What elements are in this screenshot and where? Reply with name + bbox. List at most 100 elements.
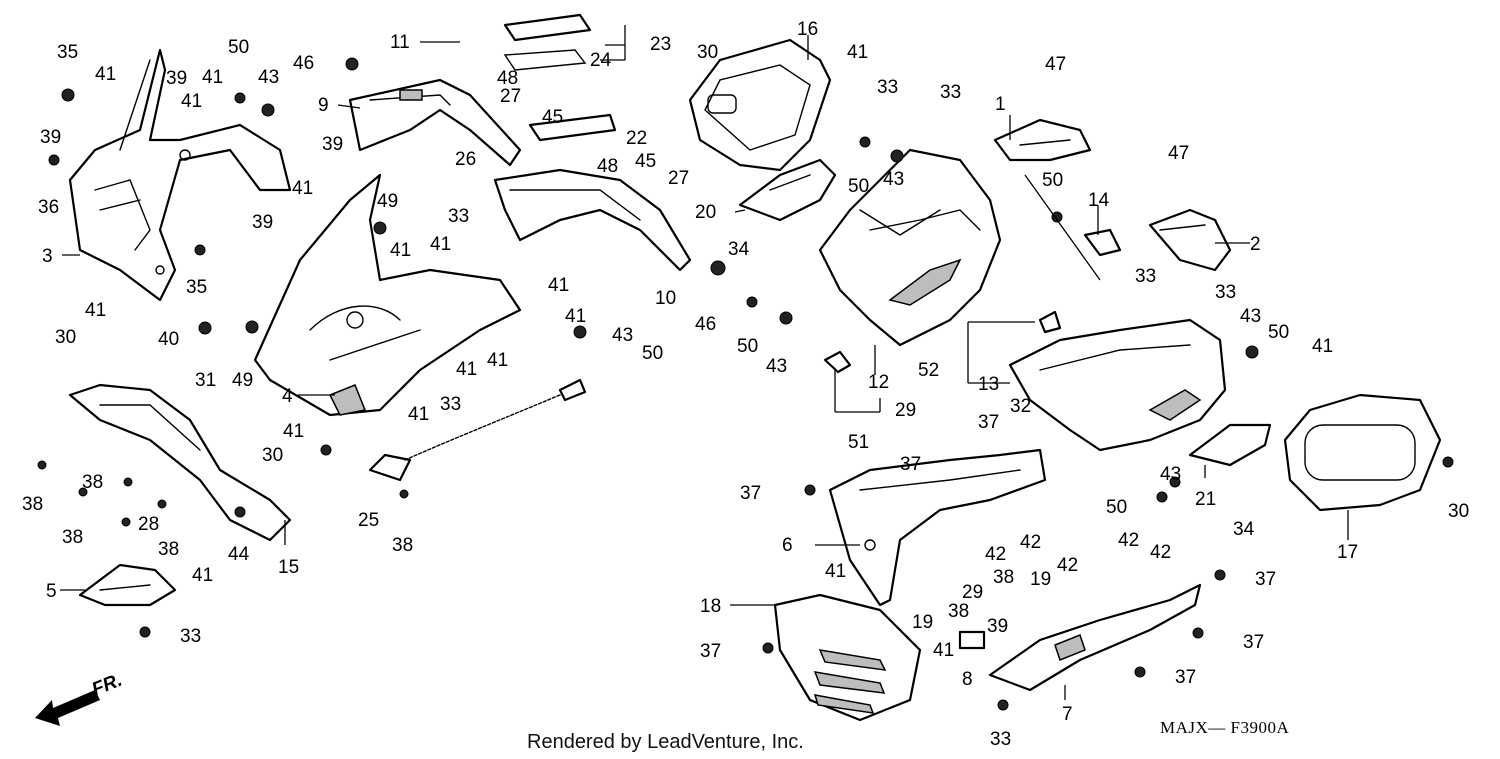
callout-44: 44 (228, 544, 250, 565)
callout-42c: 42 (1057, 555, 1078, 576)
callout-22: 22 (626, 128, 647, 149)
callout-41r: 41 (933, 640, 954, 661)
callout-41m: 41 (283, 421, 304, 442)
callout-50f: 50 (1268, 322, 1289, 343)
callout-34a: 34 (728, 239, 750, 260)
callout-33a: 33 (448, 206, 469, 227)
callout-40: 40 (158, 329, 179, 350)
callout-43e: 43 (1240, 306, 1261, 327)
fasteners (37, 57, 1454, 711)
part-52-drawing (1038, 310, 1062, 334)
part-14-drawing (1083, 228, 1122, 257)
callout-33b: 33 (440, 394, 461, 415)
callout-2: 2 (1250, 234, 1261, 255)
callout-41g: 41 (85, 300, 106, 321)
callout-19a: 19 (912, 612, 933, 633)
callout-11: 11 (390, 32, 410, 53)
figure-code: MAJX— F3900A (1160, 718, 1289, 737)
callout-42e: 42 (1150, 542, 1171, 563)
part-5-drawing (78, 563, 177, 607)
callout-41k: 41 (487, 350, 508, 371)
part-1-drawing (993, 118, 1092, 162)
callout-37a: 37 (900, 454, 921, 475)
part-7-drawing (988, 583, 1202, 692)
part-8-drawing (958, 630, 986, 650)
callout-39e: 39 (987, 616, 1008, 637)
callout-50g: 50 (1106, 497, 1127, 518)
callout-42a: 42 (985, 544, 1006, 565)
callout-37b: 37 (978, 412, 999, 433)
callout-33g: 33 (1215, 282, 1236, 303)
callout-7: 7 (1062, 704, 1073, 725)
part-22-drawing (493, 113, 692, 272)
callout-37f: 37 (1243, 632, 1264, 653)
front-direction-arrow: FR. (35, 670, 125, 726)
callout-29b: 29 (962, 582, 983, 603)
callout-38e: 38 (392, 535, 413, 556)
callout-19b: 19 (1030, 569, 1051, 590)
callout-32: 32 (1010, 396, 1031, 417)
callout-46b: 46 (695, 314, 716, 335)
callout-43f: 43 (1160, 464, 1181, 485)
part-18-drawing (773, 593, 922, 722)
callout-41n: 41 (192, 565, 213, 586)
callout-38f: 38 (993, 567, 1014, 588)
callout-33c: 33 (180, 626, 201, 647)
callout-50a: 50 (228, 37, 249, 58)
callout-38d: 38 (158, 539, 179, 560)
callout-13: 13 (978, 374, 999, 395)
callout-15: 15 (278, 557, 299, 578)
callout-39d: 39 (252, 212, 273, 233)
callout-41i: 41 (565, 306, 586, 327)
callout-48b: 48 (597, 156, 618, 177)
part-9-drawing (348, 78, 522, 167)
callout-51: 51 (848, 432, 869, 453)
callout-41d: 41 (292, 178, 313, 199)
callout-38b: 38 (82, 472, 103, 493)
callout-23: 23 (650, 34, 671, 55)
callout-30a: 30 (697, 42, 718, 63)
callout-21: 21 (1195, 489, 1216, 510)
callout-48a: 48 (497, 68, 518, 89)
callout-27a: 27 (500, 86, 521, 107)
part-25-drawing (368, 378, 587, 482)
callout-50c: 50 (848, 176, 869, 197)
callout-6: 6 (782, 535, 793, 556)
callout-43d: 43 (766, 356, 787, 377)
callout-36: 36 (38, 197, 59, 218)
callout-5: 5 (46, 581, 57, 602)
callout-38g: 38 (948, 601, 969, 622)
callout-30c: 30 (262, 445, 283, 466)
callout-41p: 41 (1312, 336, 1333, 357)
callout-41f: 41 (430, 234, 451, 255)
callout-9: 9 (318, 95, 329, 116)
callout-14: 14 (1088, 190, 1110, 211)
callout-41h: 41 (548, 275, 569, 296)
callout-34b: 34 (1233, 519, 1255, 540)
callout-41o: 41 (847, 42, 868, 63)
callout-25: 25 (358, 510, 379, 531)
callout-47b: 47 (1168, 143, 1189, 164)
callout-24: 24 (590, 50, 612, 71)
callout-8: 8 (962, 669, 973, 690)
part-16-drawing (688, 38, 832, 172)
callout-41j: 41 (456, 359, 477, 380)
part-20-drawing (738, 158, 837, 222)
callout-27b: 27 (668, 168, 689, 189)
callout-3: 3 (42, 246, 53, 267)
callout-39b: 39 (166, 68, 187, 89)
part-13-drawing (1008, 318, 1227, 452)
part-15-drawing (68, 383, 292, 542)
callout-49a: 49 (377, 191, 398, 212)
callout-12: 12 (868, 372, 889, 393)
part-21-drawing (1188, 423, 1272, 467)
callout-50b: 50 (642, 343, 663, 364)
part-3-drawing (68, 48, 292, 302)
callout-29a: 29 (895, 400, 916, 421)
callout-43a: 43 (258, 67, 279, 88)
part-51-drawing (823, 350, 852, 374)
callout-47a: 47 (1045, 54, 1066, 75)
callout-50e: 50 (1042, 170, 1063, 191)
callout-37d: 37 (700, 641, 721, 662)
front-arrow-label: FR. (89, 670, 125, 701)
